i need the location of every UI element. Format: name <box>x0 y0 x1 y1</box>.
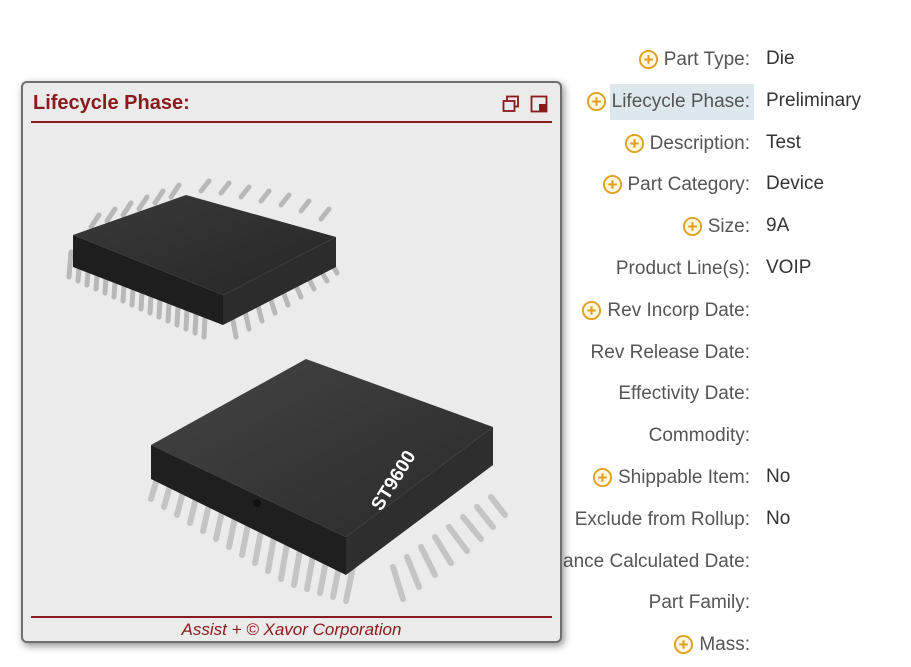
part-image: ST9600 <box>66 178 508 604</box>
attribute-row: Commodity: <box>0 418 911 454</box>
attribute-label: Commodity: <box>648 425 750 447</box>
attribute-label: Part Type: <box>663 49 750 70</box>
expand-plus-icon[interactable] <box>682 216 703 237</box>
attribute-label: Part Category: <box>627 174 751 196</box>
attribute-row: Rev Incorp Date: <box>0 293 911 329</box>
attribute-row: Part Type: Die <box>0 42 911 78</box>
attribute-row: Exclude from Rollup: No <box>0 502 911 538</box>
attribute-row: Effectivity Date: <box>0 376 911 412</box>
attribute-row: Shippable Item: No <box>0 460 911 496</box>
attribute-label: Rev Incorp Date: <box>607 299 750 321</box>
expand-plus-icon[interactable] <box>592 467 613 488</box>
chip-large: ST9600 <box>148 359 508 604</box>
attribute-row: Description: Test <box>0 126 911 162</box>
popup-footer-rule <box>31 616 552 618</box>
attribute-row: Rev Release Date: <box>0 335 911 371</box>
attribute-value: No <box>766 466 791 487</box>
attribute-label: Mass: <box>699 634 750 656</box>
attribute-row: Part Category: Device <box>0 167 911 203</box>
attribute-value: Device <box>766 173 825 195</box>
restore-icon[interactable] <box>502 95 520 113</box>
attribute-label: Compliance Calculated Date: <box>503 550 750 572</box>
attribute-row: Part Family: <box>0 585 911 621</box>
attribute-value: Die <box>766 48 795 69</box>
expand-plus-icon[interactable] <box>673 634 694 655</box>
expand-plus-icon[interactable] <box>581 300 602 321</box>
attribute-value: 9A <box>766 215 790 237</box>
expand-plus-icon[interactable] <box>638 49 659 70</box>
attribute-label: Product Line(s): <box>615 258 750 279</box>
attribute-label: Lifecycle Phase: <box>609 83 754 120</box>
attribute-row: Size: 9A <box>0 209 911 245</box>
attribute-label: Description: <box>649 132 750 154</box>
attribute-row: Mass: <box>0 627 911 663</box>
attribute-row: Product Line(s): VOIP <box>0 251 911 287</box>
popup-title: Lifecycle Phase: <box>33 92 190 114</box>
attribute-label: Part Family: <box>648 592 750 614</box>
attribute-label: Rev Release Date: <box>590 341 750 363</box>
popup-title-rule <box>31 121 552 123</box>
attribute-label: Size: <box>707 216 750 238</box>
attribute-value: Test <box>766 131 801 153</box>
expand-plus-icon[interactable] <box>624 133 645 154</box>
attribute-value: Preliminary <box>766 89 862 111</box>
expand-plus-icon[interactable] <box>586 91 607 112</box>
lifecycle-popup: Lifecycle Phase: <box>21 81 562 643</box>
attribute-value: No <box>766 507 791 529</box>
attribute-row: Compliance Calculated Date: <box>0 544 911 580</box>
attribute-label: Shippable Item: <box>617 467 750 488</box>
popup-footer: Assist + © Xavor Corporation <box>181 620 402 639</box>
chip-small <box>66 178 340 340</box>
attribute-label: Effectivity Date: <box>618 383 750 405</box>
expand-plus-icon[interactable] <box>602 174 623 195</box>
attribute-value: VOIP <box>766 257 812 278</box>
attribute-row: Lifecycle Phase: Preliminary <box>0 83 911 120</box>
dock-icon[interactable] <box>530 95 548 113</box>
attribute-label: Exclude from Rollup: <box>574 508 750 530</box>
